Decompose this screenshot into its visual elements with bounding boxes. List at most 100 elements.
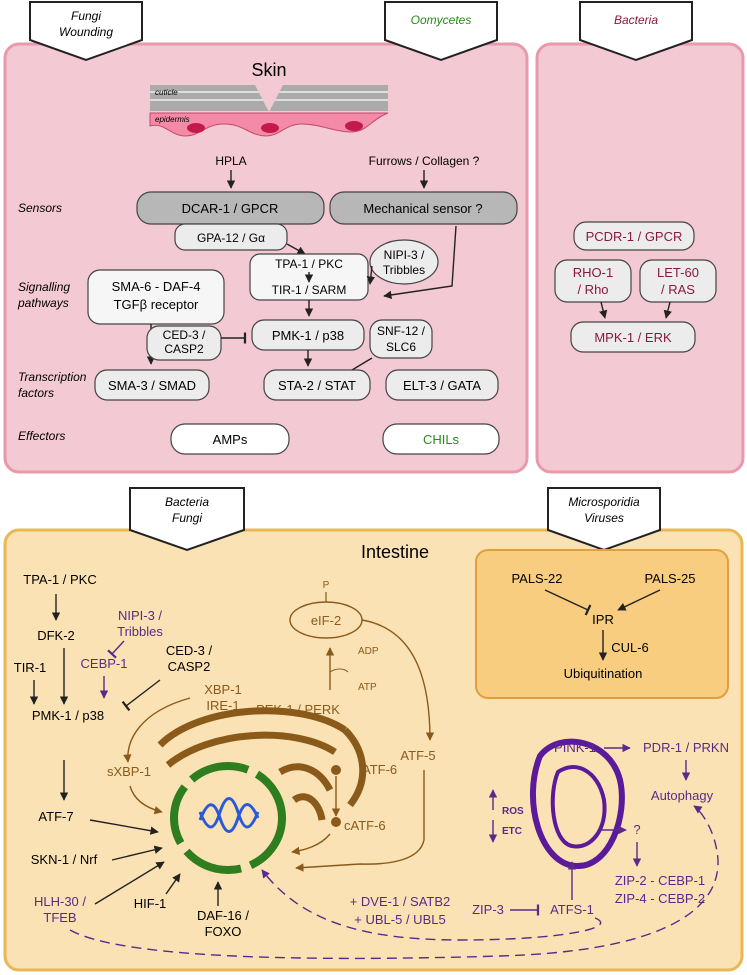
pdr1-label: PDR-1 / PRKN: [643, 740, 729, 755]
svg-text:SLC6: SLC6: [386, 340, 416, 354]
pmk-node: PMK-1 / p38: [251, 319, 365, 351]
sensors-label: Sensors: [18, 201, 62, 215]
svg-text:/ Rho: / Rho: [577, 282, 608, 297]
sma6-node: SMA-6 - DAF-4 TGFβ receptor: [87, 269, 225, 325]
signalling-label-2: pathways: [17, 296, 69, 310]
snf-node: SNF-12 / SLC6: [369, 319, 433, 359]
ros-label: ROS: [502, 806, 524, 817]
pek1-label: PEK-1 / PERK: [256, 702, 340, 717]
cuticle-label: cuticle: [155, 88, 178, 97]
let60-node: LET-60 / RAS: [639, 259, 717, 303]
int-nipi-1: NIPI-3 /: [118, 608, 162, 623]
nipi-node: NIPI-3 / Tribbles: [369, 239, 439, 285]
amps-node: AMPs: [170, 423, 290, 455]
oomycetes-arrow: Oomycetes: [384, 1, 498, 62]
atf5-label: ATF-5: [400, 748, 435, 763]
bacteria-arrow: Bacteria: [579, 1, 693, 62]
ubl-label: + UBL-5 / UBL5: [354, 912, 445, 927]
rho-node: RHO-1 / Rho: [554, 259, 632, 303]
atf7-label: ATF-7: [38, 809, 73, 824]
atp-label: ATP: [358, 682, 377, 693]
tf-label-2: factors: [18, 386, 54, 400]
catf6-dot: [331, 817, 341, 827]
gpa-node: GPA-12 / Gα: [174, 223, 288, 251]
ced-node: CED-3 / CASP2: [146, 325, 222, 361]
elt3-node: ELT-3 / GATA: [385, 369, 499, 401]
svg-text:GPA-12 / Gα: GPA-12 / Gα: [197, 231, 265, 245]
oomycetes-label: Oomycetes: [411, 13, 472, 27]
effectors-label: Effectors: [18, 429, 65, 443]
tpa-tir-node: TPA-1 / PKC TIR-1 / SARM: [249, 253, 369, 301]
svg-text:MPK-1 / ERK: MPK-1 / ERK: [594, 330, 672, 345]
pcdr-node: PCDR-1 / GPCR: [573, 221, 695, 251]
hif-label: HIF-1: [134, 896, 167, 911]
signalling-label-1: Signalling: [18, 280, 70, 294]
pals22-label: PALS-22: [511, 571, 562, 586]
svg-text:PMK-1 / p38: PMK-1 / p38: [272, 328, 344, 343]
svg-text:NIPI-3 /: NIPI-3 /: [384, 248, 425, 262]
eif2-label: eIF-2: [311, 613, 341, 628]
mech-sensor-node: Mechanical sensor ?: [329, 191, 518, 225]
svg-text:/ RAS: / RAS: [661, 282, 695, 297]
skin-title: Skin: [251, 60, 286, 80]
svg-text:CHILs: CHILs: [423, 432, 460, 447]
svg-text:ELT-3 / GATA: ELT-3 / GATA: [403, 378, 481, 393]
furrows-label: Furrows / Collagen ?: [369, 154, 480, 168]
xbp1-label: XBP-1: [204, 682, 242, 697]
epidermis-label: epidermis: [155, 115, 190, 124]
int-tpa-label: TPA-1 / PKC: [23, 572, 96, 587]
atfs1-label: ATFS-1: [550, 902, 594, 917]
question-label: ?: [633, 822, 640, 837]
chils-node: CHILs: [382, 423, 500, 455]
svg-text:AMPs: AMPs: [213, 432, 248, 447]
cul6-label: CUL-6: [611, 640, 649, 655]
fungi-label: Fungi: [71, 9, 101, 23]
int-tir-label: TIR-1: [14, 660, 47, 675]
intestine-title: Intestine: [361, 542, 429, 562]
svg-text:Bacteria: Bacteria: [165, 495, 209, 509]
tf-label-1: Transcription: [18, 370, 87, 384]
svg-text:STA-2 / STAT: STA-2 / STAT: [278, 378, 356, 393]
sma3-node: SMA-3 / SMAD: [94, 369, 210, 401]
bacteria-fungi-arrow: Bacteria Fungi: [129, 487, 245, 552]
daf-2: FOXO: [205, 924, 242, 939]
fungi-wounding-arrow: Fungi Wounding: [29, 1, 143, 62]
atf6-dot: [331, 765, 341, 775]
dna-helix: [198, 803, 260, 833]
microsporidia-viruses-arrow: Microsporidia Viruses: [547, 487, 661, 552]
mpk-node: MPK-1 / ERK: [570, 321, 696, 353]
daf-1: DAF-16 /: [197, 908, 249, 923]
autophagy-label: Autophagy: [651, 788, 714, 803]
svg-text:SMA-3 / SMAD: SMA-3 / SMAD: [108, 378, 196, 393]
svg-text:Mechanical sensor ?: Mechanical sensor ?: [363, 201, 482, 216]
svg-text:LET-60: LET-60: [657, 265, 699, 280]
epidermis-illustration: epidermis: [149, 112, 389, 137]
svg-text:CASP2: CASP2: [164, 342, 204, 356]
bacteria-panel: [535, 42, 745, 474]
svg-text:Microsporidia: Microsporidia: [568, 495, 640, 509]
svg-text:CED-3 /: CED-3 /: [163, 328, 206, 342]
hlh-1: HLH-30 /: [34, 894, 86, 909]
endoplasmic-reticulum: [157, 707, 367, 821]
svg-text:Fungi: Fungi: [172, 511, 202, 525]
dve-label: + DVE-1 / SATB2: [350, 894, 451, 909]
int-ced-2: CASP2: [168, 659, 211, 674]
ipr-label: IPR: [592, 612, 614, 627]
p-label: P: [323, 580, 330, 591]
int-cebp-label: CEBP-1: [81, 656, 128, 671]
svg-text:TPA-1 / PKC: TPA-1 / PKC: [275, 257, 343, 271]
hlh-2: TFEB: [43, 910, 76, 925]
etc-label: ETC: [502, 826, 522, 837]
atf6-label: ATF-6: [362, 762, 397, 777]
svg-text:TIR-1 / SARM: TIR-1 / SARM: [272, 283, 347, 297]
svg-text:RHO-1: RHO-1: [573, 265, 613, 280]
svg-text:SNF-12 /: SNF-12 /: [377, 324, 426, 338]
zip4-label: ZIP-4 - CEBP-2: [615, 891, 705, 906]
adp-label: ADP: [358, 646, 379, 657]
dashed-arrow-atfs-nucleus: [261, 869, 602, 941]
mitochondrion: [530, 738, 625, 870]
sxbp1-label: sXBP-1: [107, 764, 151, 779]
ubiquitination-label: Ubiquitination: [564, 666, 643, 681]
catf6-label: cATF-6: [344, 818, 386, 833]
